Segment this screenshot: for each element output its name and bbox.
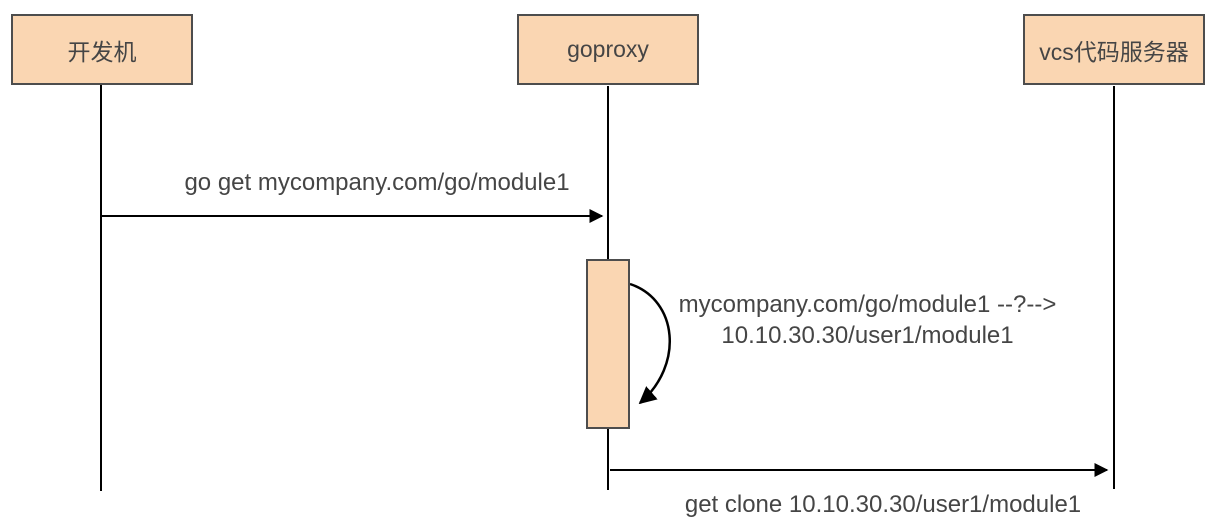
actor-box-goproxy: goproxy: [517, 14, 699, 85]
activation-bar-goproxy: [586, 259, 630, 429]
message-label-get-clone: get clone 10.10.30.30/user1/module1: [684, 491, 1082, 518]
message-label-url-rewrite-line2: 10.10.30.30/user1/module1: [721, 322, 1014, 349]
actor-label-vcs-server: vcs代码服务器: [1039, 38, 1189, 65]
actor-label-goproxy: goproxy: [567, 36, 649, 62]
message-label-go-get: go get mycompany.com/go/module1: [184, 169, 570, 196]
message-label-url-rewrite: mycompany.com/go/module1 --?--> 10.10.30…: [640, 289, 1095, 351]
actor-label-dev-machine: 开发机: [67, 38, 137, 65]
actor-box-dev-machine: 开发机: [11, 14, 193, 85]
message-label-url-rewrite-line1: mycompany.com/go/module1 --?-->: [678, 291, 1057, 318]
actor-box-vcs-server: vcs代码服务器: [1023, 14, 1205, 85]
self-message-arc: [629, 282, 671, 405]
